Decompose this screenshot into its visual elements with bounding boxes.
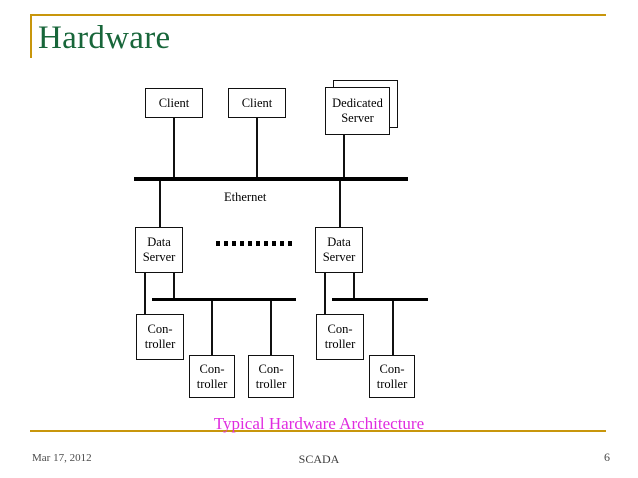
- ellipsis-dot: [224, 241, 228, 246]
- node-label-line-2: troller: [255, 376, 287, 391]
- ellipsis-dot: [216, 241, 220, 246]
- footer-title: SCADA: [298, 452, 340, 466]
- diagram-caption: Typical Hardware Architecture: [213, 414, 425, 433]
- ellipsis-dot: [232, 241, 236, 246]
- ellipsis-dot: [264, 241, 268, 246]
- title-accent-bar: [30, 14, 32, 58]
- ellipsis-dot: [280, 241, 284, 246]
- node-label-line-2: troller: [376, 376, 408, 391]
- ethernet-bus-label: Ethernet: [224, 190, 267, 204]
- ellipsis-dot: [272, 241, 276, 246]
- node-label-line-1: Con-: [199, 361, 225, 376]
- node-client-1: Client: [145, 88, 203, 118]
- node-controller-left-2: Con- troller: [189, 355, 235, 398]
- wire-data-server-right-to-controller-1: [324, 273, 326, 314]
- node-label-line-2: troller: [324, 337, 356, 351]
- node-label-line-1: Data: [327, 235, 351, 249]
- node-client-2: Client: [228, 88, 286, 118]
- wire-subbus-left-to-controller-3: [270, 299, 272, 355]
- title-divider-rule: [30, 14, 606, 16]
- node-controller-left-1: Con- troller: [136, 314, 184, 360]
- caption-divider-rule: [30, 430, 606, 432]
- wire-client-2-to-bus: [256, 118, 258, 180]
- node-dedicated-server: Dedicated Server: [325, 87, 390, 135]
- node-controller-left-3: Con- troller: [248, 355, 294, 398]
- node-label: Client: [158, 95, 190, 110]
- node-label-line-2: troller: [196, 376, 228, 391]
- ellipsis-dot: [256, 241, 260, 246]
- node-label-line-1: Con-: [379, 361, 405, 376]
- ethernet-bus-line: [134, 177, 408, 181]
- node-label-line-2: troller: [144, 337, 176, 351]
- footer-page-number: 6: [604, 450, 610, 464]
- wire-data-server-left-to-controller-1: [144, 273, 146, 314]
- ellipsis-dot: [248, 241, 252, 246]
- node-label-line-1: Dedicated: [332, 96, 383, 110]
- wire-data-server-right-to-subbus: [353, 273, 355, 299]
- wire-bus-to-data-server-right: [339, 179, 341, 228]
- page-title: Hardware: [38, 20, 171, 56]
- node-label-line-1: Con-: [327, 322, 353, 336]
- sub-bus-left: [152, 298, 296, 301]
- wire-subbus-right-to-controller-2: [392, 299, 394, 355]
- footer-date: Mar 17, 2012: [32, 452, 92, 464]
- node-label-line-2: Server: [142, 250, 176, 264]
- node-label-line-1: Data: [147, 235, 171, 249]
- ellipsis-dot: [240, 241, 244, 246]
- node-controller-right-1: Con- troller: [316, 314, 364, 360]
- wire-subbus-left-to-controller-2: [211, 299, 213, 355]
- node-label-line-1: Con-: [258, 361, 284, 376]
- node-data-server-right: Data Server: [315, 227, 363, 273]
- repetition-ellipsis: [216, 241, 292, 246]
- node-label-line-2: Server: [322, 250, 356, 264]
- node-label: Client: [241, 95, 273, 110]
- wire-client-1-to-bus: [173, 118, 175, 180]
- wire-dedicated-server-to-bus: [343, 135, 345, 181]
- wire-data-server-left-to-subbus: [173, 273, 175, 299]
- wire-bus-to-data-server-left: [159, 179, 161, 228]
- node-label-line-1: Con-: [147, 322, 173, 336]
- node-label-line-2: Server: [341, 111, 374, 125]
- ellipsis-dot: [288, 241, 292, 246]
- node-data-server-left: Data Server: [135, 227, 183, 273]
- node-controller-right-2: Con- troller: [369, 355, 415, 398]
- sub-bus-right: [332, 298, 428, 301]
